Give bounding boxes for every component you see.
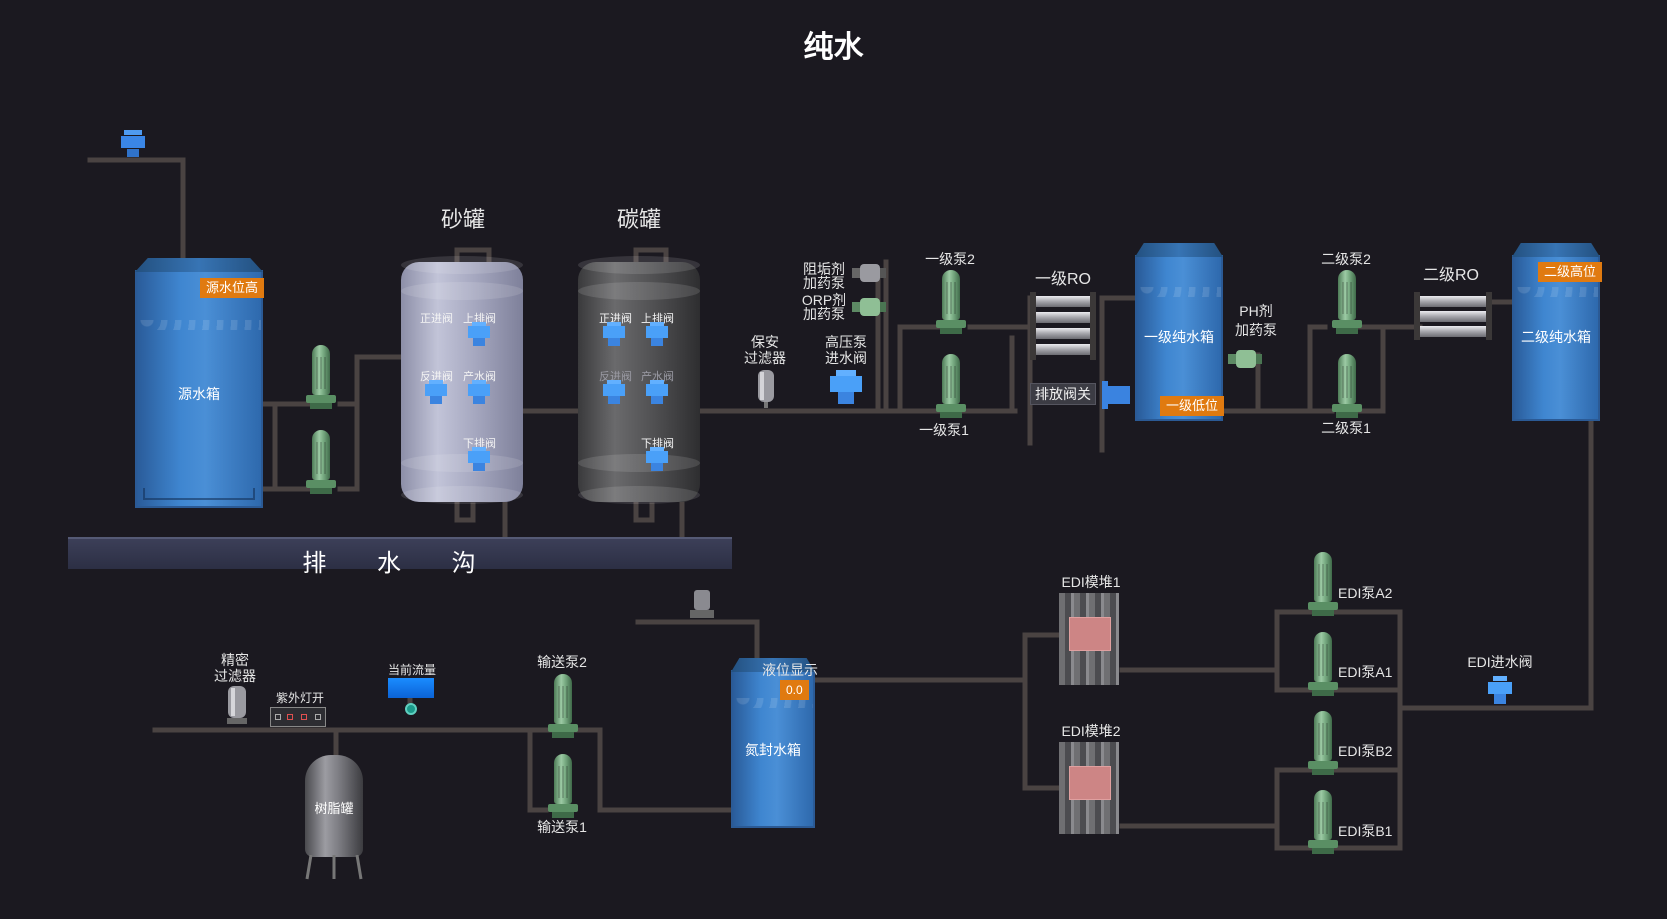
precision-filter-label-1: 精密 [221,652,249,668]
security-filter-icon [758,370,774,408]
transfer-pump-1-label: 输送泵1 [537,819,587,835]
sand-valve-label-back-in: 反进阀 [420,371,453,383]
sand-tank [401,256,523,504]
resin-tank-name: 树脂罐 [314,801,354,816]
carbon-valve-label-product: 产水阀 [641,371,674,383]
sand-tank-title: 砂罐 [440,207,485,232]
level-display-value: 0.0 [780,680,809,700]
carbon-valve-label-bottom-drain: 下排阀 [641,438,674,450]
stage1-pump-1[interactable] [936,354,966,418]
resin-tank-legs [305,855,363,880]
level-display-label: 液位显示 [762,662,818,678]
stage2-pump2-label: 二级泵2 [1321,251,1371,267]
security-filter-label-1: 保安 [751,334,779,350]
edi-pump-a1[interactable] [1308,632,1338,696]
drain-label: 排 水 沟 [302,550,498,577]
stage2-tank-name: 二级纯水箱 [1521,329,1591,345]
edi-inlet-valve-label: EDI进水阀 [1467,654,1533,670]
current-flow-label: 当前流量 [387,663,436,677]
stage2-pump-1[interactable] [1332,354,1362,418]
sand-back-in-valve-icon[interactable] [423,380,449,406]
transfer-pump-2[interactable] [548,674,578,738]
hp-inlet-valve-icon[interactable] [826,368,866,408]
carbon-top-drain-valve-icon[interactable] [644,322,670,348]
orp-pump-label-1: ORP剂 [801,292,847,308]
scale-pump-label-1: 阻垢剂 [803,261,845,277]
stage1-pump-2[interactable] [936,270,966,334]
stage2-pump1-label: 二级泵1 [1321,420,1371,436]
inlet-valve-icon[interactable] [118,128,148,158]
source-water-tank: 源水箱 [135,258,263,508]
hp-valve-label-2: 进水阀 [825,350,867,366]
stage1-tank-name: 一级纯水箱 [1144,329,1214,345]
carbon-product-valve-icon[interactable] [644,380,670,406]
precision-filter-label-2: 过滤器 [214,668,256,684]
edi-pump-a2[interactable] [1308,552,1338,616]
hp-valve-label-1: 高压泵 [825,334,867,350]
nitrogen-seal-tank: 氮封水箱 [731,658,815,828]
stage1-pump2-label: 一级泵2 [925,251,975,267]
edi-pump-b1-label: EDI泵B1 [1338,823,1393,839]
nitrogen-tank-name: 氮封水箱 [745,742,801,758]
edi-pump-b1[interactable] [1308,790,1338,854]
page-title: 纯水 [803,31,864,64]
uv-lamp-status: 紫外灯开 [275,691,324,705]
ro2-membrane [1414,292,1492,340]
carbon-back-in-valve-icon[interactable] [601,380,627,406]
edi-pump-b2[interactable] [1308,711,1338,775]
source-level-high-badge: 源水位高 [200,278,265,298]
edi-pump-a1-label: EDI泵A1 [1338,664,1393,680]
ph-pump-label-2: 加药泵 [1235,322,1277,338]
source-tank-name: 源水箱 [178,386,220,402]
ph-dosing-pump-icon[interactable] [1228,348,1262,370]
stage1-low-level-badge: 一级低位 [1160,396,1225,416]
scale-pump-label-2: 加药泵 [803,275,845,291]
discharge-valve-status[interactable]: 排放阀关 [1030,383,1096,405]
stage2-pure-water-tank: 二级纯水箱 [1512,243,1600,421]
edi-stack-2 [1059,742,1119,834]
scale-dosing-pump-icon[interactable] [852,262,886,284]
stage2-pump-2[interactable] [1332,270,1362,334]
stage1-pure-water-tank: 一级纯水箱 [1135,243,1223,421]
ro2-label: 二级RO [1422,267,1479,284]
sand-valve-label-bottom-drain: 下排阀 [463,438,496,450]
transfer-pump-2-label: 输送泵2 [537,654,587,670]
transfer-pump-1[interactable] [548,754,578,818]
carbon-tank-title: 碳罐 [616,207,661,232]
edi-inlet-valve-icon[interactable] [1486,675,1514,705]
precision-filter-icon [227,686,247,724]
feed-pump-2[interactable] [306,345,336,409]
edi-stack-1 [1059,593,1119,685]
ro1-label: 一级RO [1034,271,1091,288]
stage2-high-level-badge: 二级高位 [1538,262,1603,282]
sand-product-valve-icon[interactable] [466,380,492,406]
ph-pump-label-1: PH剂 [1239,303,1273,319]
edi-stack-1-label: EDI模堆1 [1061,574,1121,590]
nitrogen-inlet-icon [690,590,714,618]
edi-stack-2-label: EDI模堆2 [1061,723,1121,739]
carbon-fwd-in-valve-icon[interactable] [601,322,627,348]
security-filter-label-2: 过滤器 [744,350,786,366]
carbon-valve-label-top-drain: 上排阀 [641,313,674,325]
stage1-pump1-label: 一级泵1 [919,422,969,438]
drain-ditch: 排 水 沟 [68,537,732,577]
ro1-membrane [1030,292,1096,360]
feed-pump-1[interactable] [306,430,336,494]
carbon-tank [578,256,700,504]
sand-valve-label-product: 产水阀 [463,371,496,383]
sand-bottom-drain-valve-icon[interactable] [466,447,492,473]
carbon-bottom-drain-valve-icon[interactable] [644,447,670,473]
sand-valve-label-top-drain: 上排阀 [463,313,496,325]
orp-pump-label-2: 加药泵 [803,306,845,322]
flow-sensor-icon [405,703,417,715]
resin-tank: 树脂罐 [305,755,363,857]
edi-pump-b2-label: EDI泵B2 [1338,743,1393,759]
sand-top-drain-valve-icon[interactable] [466,322,492,348]
edi-pump-a2-label: EDI泵A2 [1338,585,1393,601]
current-flow-display [388,678,434,698]
sand-valve-label-fwd-in: 正进阀 [420,313,453,325]
orp-dosing-pump-icon[interactable] [852,296,886,318]
uv-sterilizer[interactable] [270,707,326,727]
